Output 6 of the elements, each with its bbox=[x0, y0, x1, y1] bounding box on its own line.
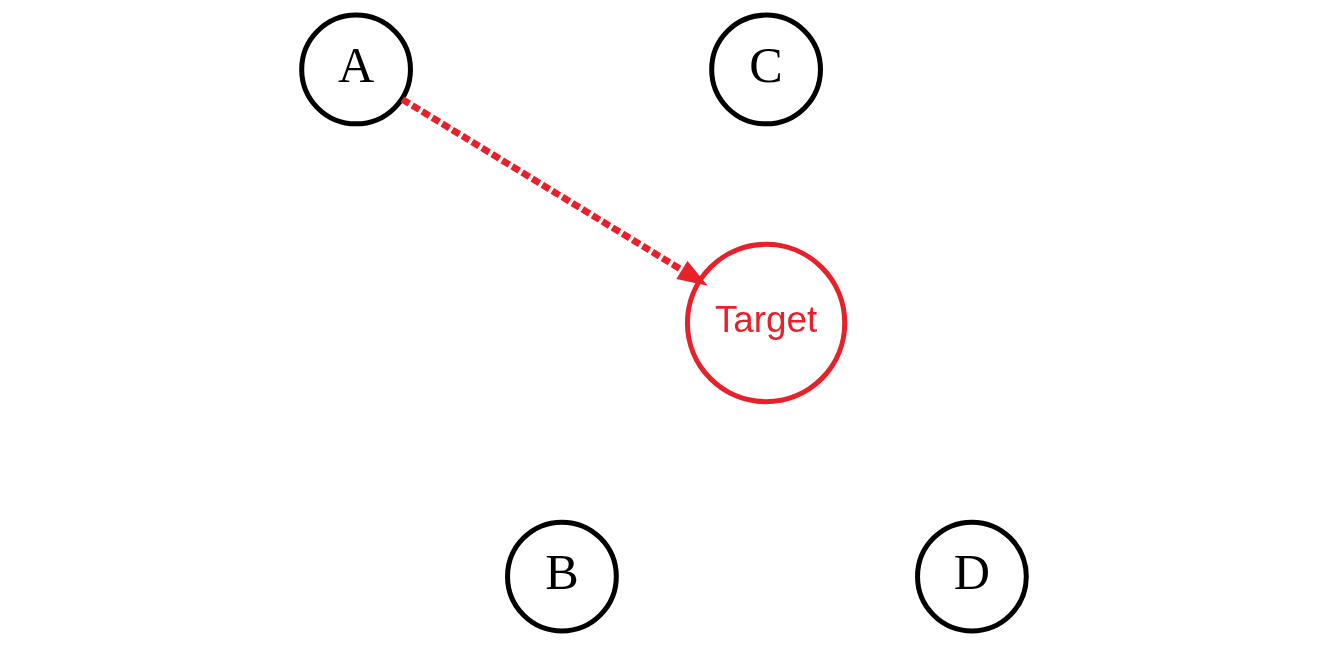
node-circle: Target bbox=[684, 241, 848, 405]
node-circle: D bbox=[915, 519, 1029, 634]
arrow bbox=[400, 96, 708, 286]
node-circle: B bbox=[505, 519, 619, 634]
node-circle: C bbox=[709, 12, 823, 127]
node-circle: A bbox=[299, 12, 413, 127]
